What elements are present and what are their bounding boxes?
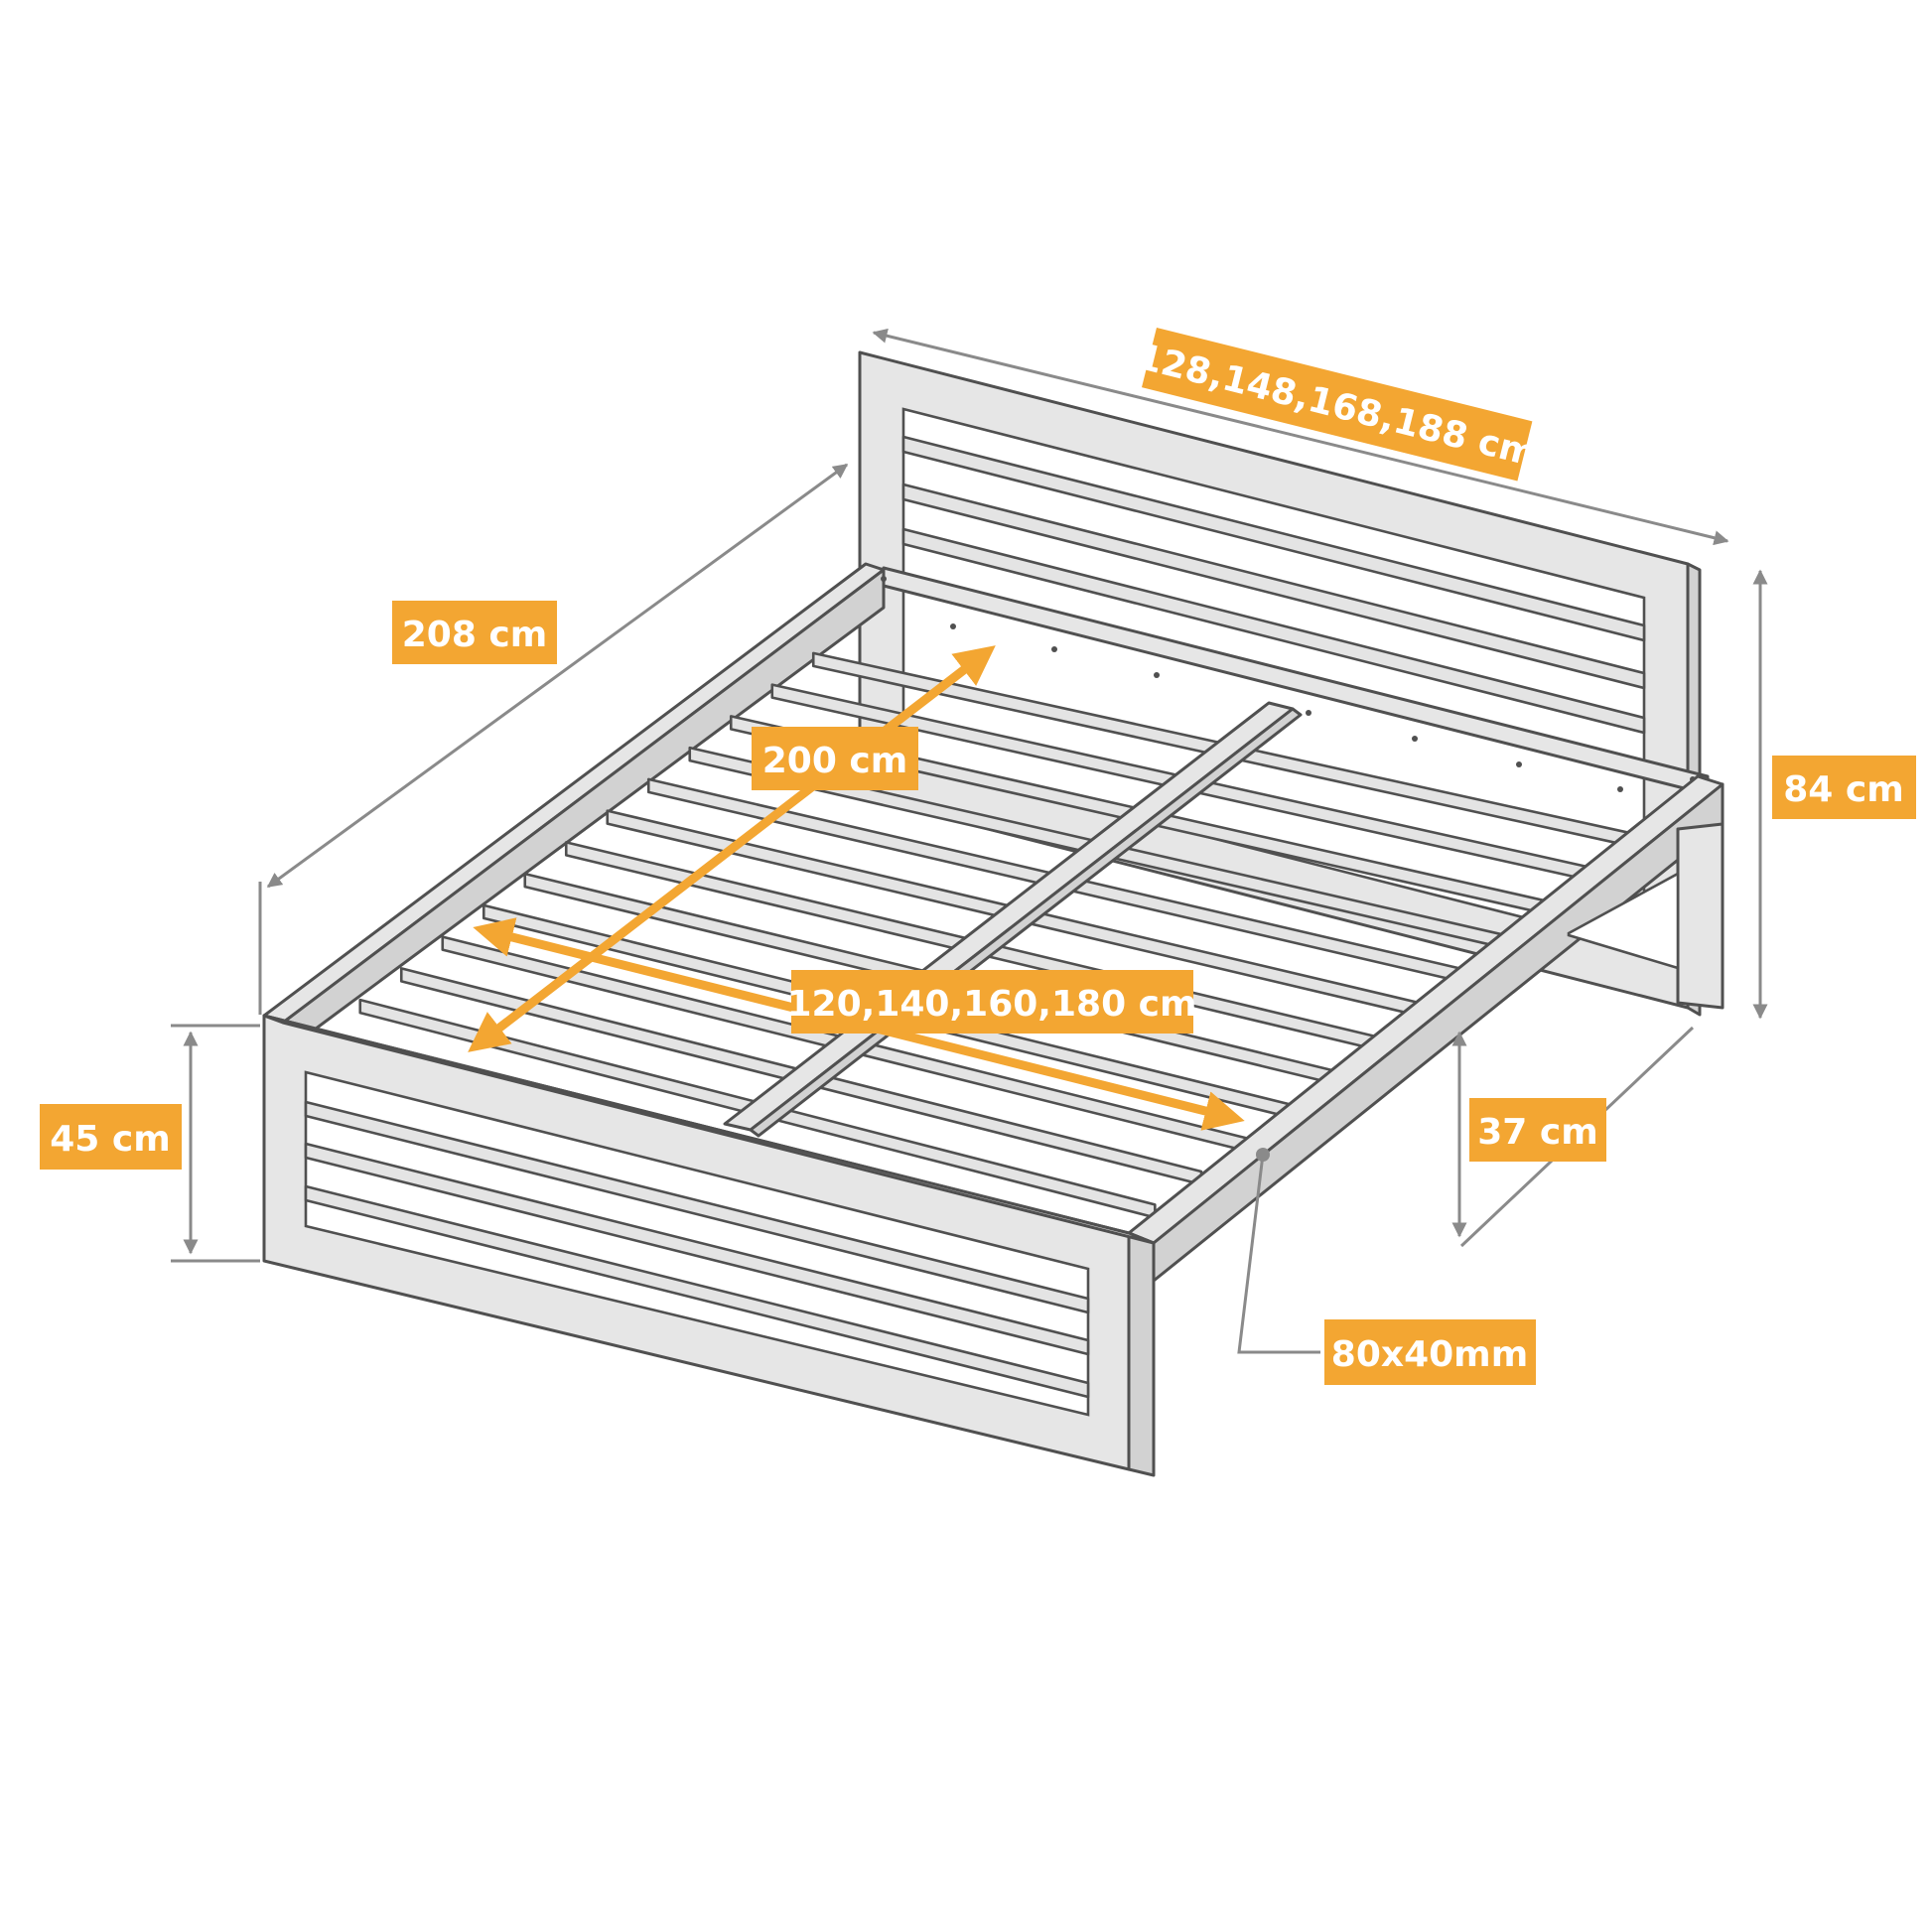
svg-text:45 cm: 45 cm: [50, 1119, 170, 1160]
svg-text:120,140,160,180 cm: 120,140,160,180 cm: [787, 984, 1197, 1025]
svg-text:200 cm: 200 cm: [762, 741, 908, 781]
under-clearance-label: 37 cm: [1469, 1098, 1606, 1162]
svg-text:80x40mm: 80x40mm: [1331, 1334, 1528, 1375]
svg-text:84 cm: 84 cm: [1783, 769, 1903, 810]
headboard-height-label: 84 cm: [1772, 756, 1916, 819]
dimension-lines: [171, 328, 1768, 1354]
bed-height-label: 45 cm: [40, 1104, 182, 1170]
svg-text:208 cm: 208 cm: [402, 615, 548, 655]
profile-size-label: 80x40mm: [1324, 1319, 1536, 1385]
total-length-label: 208 cm: [392, 601, 557, 664]
mattress-width-label: 120,140,160,180 cm: [787, 970, 1197, 1034]
svg-text:37 cm: 37 cm: [1477, 1112, 1597, 1153]
mattress-length-label: 200 cm: [752, 727, 918, 790]
headboard-right-leg: [1567, 822, 1725, 1010]
footboard-slats: [304, 1100, 1090, 1399]
